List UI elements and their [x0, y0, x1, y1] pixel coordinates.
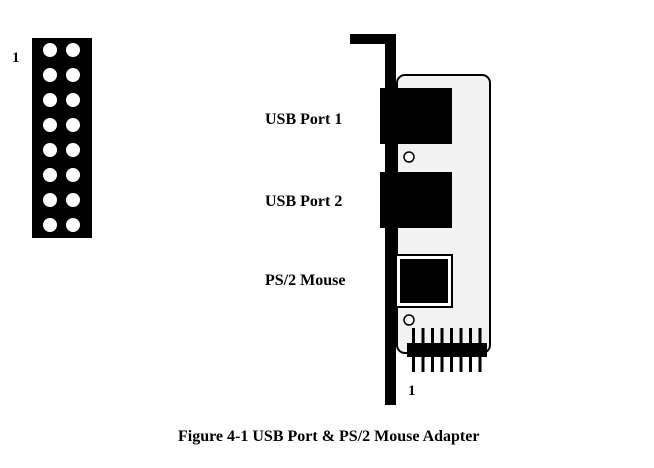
header-pin — [66, 93, 80, 107]
ps2-mouse-label: PS/2 Mouse — [265, 272, 345, 289]
mount-hole-1 — [403, 151, 415, 163]
board-pin — [478, 328, 482, 372]
header-pin — [43, 43, 57, 57]
header-pin — [66, 118, 80, 132]
adapter-board — [380, 74, 491, 372]
board-pin — [469, 328, 472, 372]
pin-header: 1 — [12, 38, 92, 238]
header-pin — [66, 43, 80, 57]
usb-port-2-flange — [380, 172, 392, 228]
ps2-port-connector — [400, 259, 448, 303]
board-pin — [431, 328, 434, 372]
board-pin-header — [407, 328, 487, 372]
header-pin — [66, 143, 80, 157]
header-pin — [66, 218, 80, 232]
usb-port-1-connector — [392, 88, 452, 144]
bracket-pin-1-label: 1 — [408, 383, 416, 399]
header-pin — [43, 168, 57, 182]
header-pin-1-label: 1 — [12, 50, 20, 66]
figure-caption: Figure 4-1 USB Port & PS/2 Mouse Adapter — [178, 428, 479, 445]
usb-port-2-connector — [392, 172, 452, 228]
header-pins — [43, 43, 80, 232]
usb-port-2-label: USB Port 2 — [265, 193, 342, 210]
header-pin — [66, 168, 80, 182]
board-pin — [421, 328, 425, 372]
usb-port-1-flange — [380, 88, 392, 144]
header-pin — [66, 68, 80, 82]
header-pin — [43, 68, 57, 82]
mount-hole-2 — [403, 314, 415, 326]
header-pin — [43, 143, 57, 157]
usb-port-1-label: USB Port 1 — [265, 111, 342, 128]
board-pin — [440, 328, 444, 372]
board-pin — [450, 328, 453, 372]
header-body — [32, 38, 92, 238]
header-pin — [43, 193, 57, 207]
header-pin — [43, 118, 57, 132]
board-pin — [459, 328, 463, 372]
board-pin — [412, 328, 415, 372]
board-pin-bar — [407, 343, 487, 357]
header-pin — [66, 193, 80, 207]
header-pin — [43, 218, 57, 232]
header-pin — [43, 93, 57, 107]
